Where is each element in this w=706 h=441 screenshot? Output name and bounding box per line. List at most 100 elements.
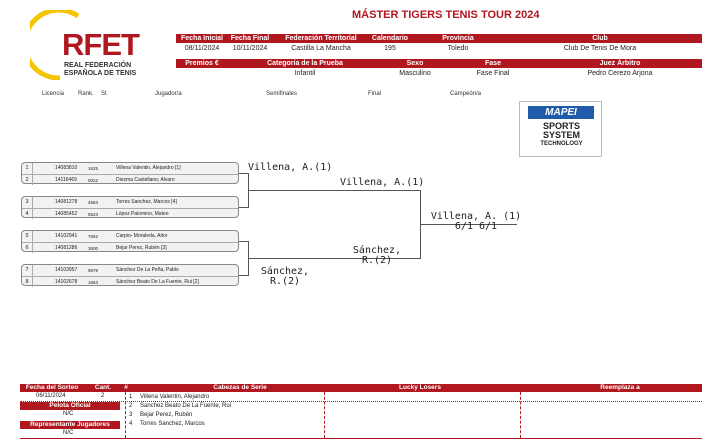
player-row[interactable]: 1 14083810 1625 Villena Valentin, Alejan… — [22, 163, 238, 174]
rfet-logo: RFET REAL FEDERACIÓN ESPAÑOLA DE TENIS — [30, 10, 150, 80]
footer-representante-value: N/C — [63, 430, 74, 436]
footer-cant-label: Cant. — [94, 384, 112, 391]
value-club: Club De Tenis De Mora — [563, 45, 637, 52]
value-fecha-final: 10/11/2024 — [232, 45, 268, 52]
label-sexo: Sexo — [406, 60, 424, 67]
value-federacion: Castilla La Mancha — [291, 45, 351, 52]
player-name: Villena Valentin, Alejandro [1] — [116, 165, 181, 171]
player-name: Sánchez Beato De La Fuente, Rui [2] — [116, 279, 199, 285]
seed-name: Torres Sanchez, Marcos — [140, 421, 205, 427]
draw-position: 7 — [22, 265, 33, 276]
info-header-bar-2 — [176, 59, 702, 68]
match-box-3: 5 14102941 7062 Carpio- Moraleda, Aitor … — [21, 230, 239, 253]
col-st: St — [101, 91, 107, 97]
page-title: MÁSTER TIGERS TENIS TOUR 2024 — [352, 9, 540, 21]
player-rank: 4663 — [88, 200, 99, 205]
player-row[interactable]: 6 14081286 3600 Bejar Perez, Rubén [3] — [22, 242, 238, 253]
label-categoria: Categoría de la Prueba — [267, 60, 343, 67]
sponsor-line-3: TECHNOLOGY — [540, 141, 583, 147]
player-row[interactable]: 8 14102678 1663 Sánchez Beato De La Fuen… — [22, 276, 238, 287]
match-box-4: 7 14103957 9679 Sánchez De La Peña, Pabl… — [21, 264, 239, 287]
bracket-line — [420, 224, 517, 225]
tennis-ball-icon — [30, 10, 80, 80]
sf-winner-2-line2: R.(2) — [361, 255, 393, 266]
col-final: Final — [368, 91, 382, 97]
seed-number: 2 — [129, 403, 133, 409]
col-licencia: Licencia — [42, 91, 65, 97]
player-rank: 1625 — [88, 166, 99, 171]
logo-subtitle-2: ESPAÑOLA DE TENIS — [64, 70, 137, 77]
seed-name: Villena Valentin, Alejandro — [140, 394, 210, 400]
bracket-line — [335, 258, 420, 259]
draw-position: 4 — [22, 209, 33, 219]
footer-hash-label: # — [124, 384, 128, 391]
value-calendario: 195 — [384, 45, 396, 52]
sponsor-line-2: SYSTEM — [542, 130, 580, 140]
player-name: Diezma Castellano, Alvaro — [116, 177, 175, 183]
sf-winner-2-line1: Sánchez, — [352, 245, 402, 256]
col-jugador: Jugador/a — [155, 91, 182, 97]
champion-name: Villena, A. (1) — [430, 211, 522, 222]
footer-divider — [125, 392, 126, 438]
value-fase: Fase Final — [476, 70, 510, 77]
draw-position: 1 — [22, 163, 33, 174]
col-rank: Rank. — [78, 91, 94, 97]
label-juez-arbitro: Juez Árbitro — [599, 60, 641, 67]
logo-subtitle-1: REAL FEDERACIÓN — [64, 62, 132, 69]
player-rank: 1663 — [88, 280, 99, 285]
footer-cabezas-label: Cabezas de Serie — [213, 384, 267, 391]
player-row[interactable]: 2 14116469 0022 Diezma Castellano, Alvar… — [22, 174, 238, 185]
footer-pelota-value: N/C — [63, 411, 74, 417]
player-row[interactable]: 5 14102941 7062 Carpio- Moraleda, Aitor — [22, 231, 238, 242]
player-license: 14081278 — [55, 199, 78, 205]
player-license: 14083810 — [55, 165, 78, 171]
player-row[interactable]: 4 14085452 5523 López Palomino, Mateo — [22, 208, 238, 219]
footer-pelota-label: Pelota Oficial — [49, 402, 91, 409]
footer-divider — [520, 392, 521, 438]
logo-text: RFET — [62, 27, 140, 62]
draw-position: 2 — [22, 175, 33, 185]
footer-fecha-sorteo: 06/11/2024 — [36, 393, 66, 399]
seed-number: 1 — [129, 394, 133, 400]
qf-winner-1: Villena, A.(1) — [248, 162, 333, 173]
value-categoria: Infantil — [294, 70, 316, 77]
label-premios: Premios € — [185, 60, 219, 67]
player-license: 14103957 — [55, 267, 78, 273]
bracket-line — [239, 241, 248, 242]
representante-label-bar — [20, 421, 120, 429]
draw-position: 3 — [22, 197, 33, 208]
player-row[interactable]: 3 14081278 4663 Torres Sanchez, Marcos [… — [22, 197, 238, 208]
sf-winner-1: Villena, A.(1) — [340, 177, 425, 188]
bracket-line — [248, 190, 335, 191]
player-name: Carpio- Moraleda, Aitor — [116, 233, 168, 239]
match-box-2: 3 14081278 4663 Torres Sanchez, Marcos [… — [21, 196, 239, 219]
draw-position: 8 — [22, 277, 33, 287]
player-rank: 9679 — [88, 268, 99, 273]
info-header-bar-1 — [176, 34, 702, 43]
label-fecha-final: Fecha Final — [230, 35, 270, 42]
pelota-label-bar — [20, 402, 120, 410]
bracket-line — [239, 275, 248, 276]
player-license: 14102941 — [55, 233, 78, 239]
label-fase: Fase — [485, 60, 501, 67]
label-federacion: Federación Territorial — [285, 35, 357, 42]
footer-fecha-sorteo-label: Fecha del Sorteo — [25, 384, 79, 391]
footer-reemplaza-label: Reemplaza a — [600, 384, 640, 391]
seed-number: 3 — [129, 412, 133, 418]
label-fecha-inicial: Fecha Inicial — [180, 35, 224, 42]
seed-name: Bejar Perez, Rubén — [140, 412, 193, 418]
bracket-line — [239, 173, 248, 174]
footer-divider — [324, 392, 325, 438]
draw-position: 6 — [22, 243, 33, 253]
value-sexo: Masculino — [399, 70, 431, 77]
player-license: 14081286 — [55, 245, 78, 251]
player-name: Bejar Perez, Rubén [3] — [116, 245, 167, 251]
col-campeon: Campeón/a — [450, 91, 482, 97]
player-name: Torres Sanchez, Marcos [4] — [116, 199, 177, 205]
bracket-line — [335, 190, 420, 191]
footer-row-line — [20, 401, 702, 402]
match-box-1: 1 14083810 1625 Villena Valentin, Alejan… — [21, 162, 239, 185]
player-row[interactable]: 7 14103957 9679 Sánchez De La Peña, Pabl… — [22, 265, 238, 276]
qf-winner-4-line2: R.(2) — [269, 276, 301, 287]
player-rank: 3600 — [88, 246, 99, 251]
